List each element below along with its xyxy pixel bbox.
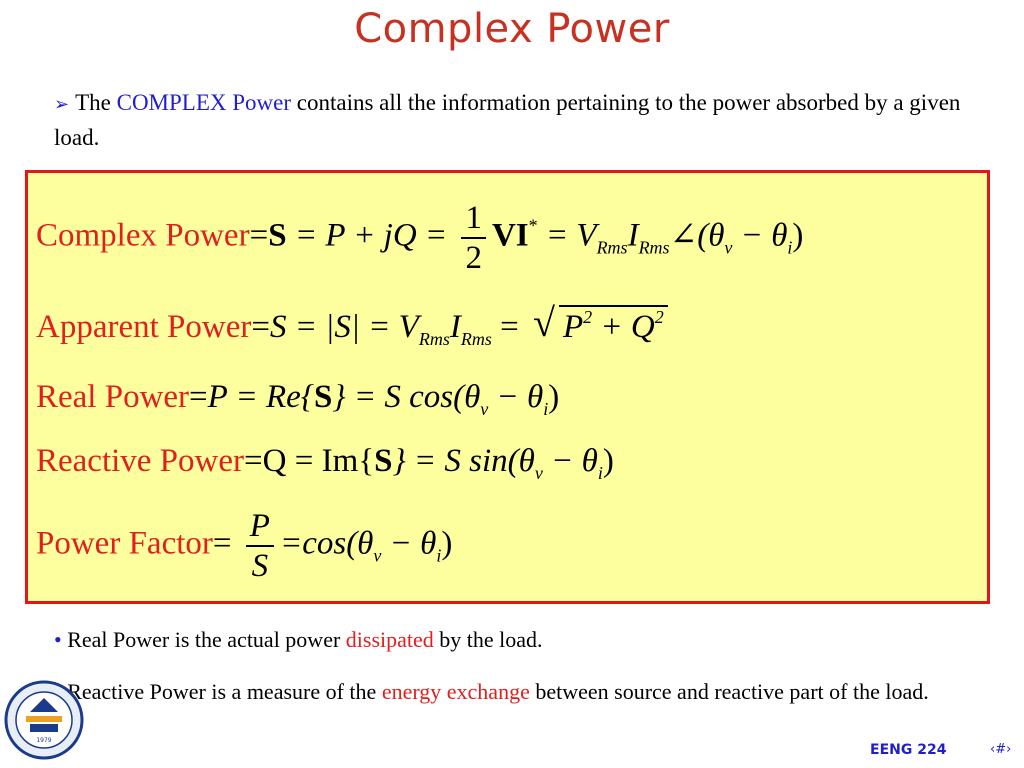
intro-highlight: COMPLEX Power (116, 90, 292, 115)
real-power-formula: Real Power=P = Re{S} = S cos(θv − θi) (36, 379, 560, 419)
pf-denominator: S (251, 548, 269, 584)
complex-rms1: Rms (596, 237, 628, 258)
complex-power-label: Complex Power (36, 217, 250, 254)
pf-v-sub: v (373, 545, 382, 566)
real-i-sub: i (543, 399, 549, 419)
bullet2-post: between source and reactive part of the … (535, 679, 929, 704)
reactive-v-sub: v (534, 463, 543, 483)
intro-rest: contains all the information pertaining … (54, 90, 961, 150)
complex-power-formula: Complex Power=S = P + jQ = 1 2 VI* = VRm… (36, 199, 804, 277)
power-factor-formula: Power Factor= P S =cos(θv − θi) (36, 507, 453, 585)
reactive-close: ) (602, 443, 614, 479)
bullet1-pre: Real Power is the actual power (67, 627, 341, 652)
intro-prefix: The (75, 90, 111, 115)
reactive-i-sub: i (597, 463, 603, 483)
complex-expr3: ∠(θ (669, 217, 725, 254)
pf-expr: =cos(θ (279, 525, 374, 562)
apparent-i: I (449, 309, 461, 345)
apparent-power-label: Apparent Power (36, 309, 252, 345)
reactive-minus-theta: − θ (542, 443, 598, 479)
complex-expr2: = V (545, 217, 597, 254)
pf-numerator: P (249, 508, 270, 544)
pf-minus-theta: − θ (381, 525, 437, 562)
slide-title: Complex Power (354, 6, 670, 52)
apparent-abs: = |S| = V (294, 309, 419, 345)
pf-close: ) (441, 525, 453, 562)
apparent-eq: = (500, 309, 519, 345)
half-numerator: 1 (465, 200, 482, 236)
reactive-expr1: Q = Im{ (262, 443, 375, 479)
real-s: S (314, 379, 333, 415)
complex-minus-theta: − θ (732, 217, 788, 254)
apparent-plus-q: + Q (592, 309, 655, 345)
apparent-s: S (269, 309, 287, 345)
complex-rms2: Rms (638, 237, 670, 258)
complex-v-sub: v (724, 237, 733, 258)
formula-box: Complex Power=S = P + jQ = 1 2 VI* = VRm… (25, 170, 990, 604)
reactive-s: S (374, 443, 393, 479)
bullet-real-power: • Real Power is the actual power dissipa… (54, 624, 1004, 656)
page-number: ‹#› (990, 742, 1012, 757)
square-root: √P2 + Q2 (533, 303, 668, 347)
real-close: ) (548, 379, 560, 415)
bullet1-post: by the load. (439, 627, 543, 652)
apparent-q-squared: 2 (654, 307, 664, 327)
p-over-s-fraction: P S (245, 507, 274, 585)
apparent-p: P (562, 309, 584, 345)
reactive-power-label: Reactive Power (36, 443, 245, 479)
real-minus-theta: − θ (488, 379, 544, 415)
logo-year: 1979 (36, 737, 51, 744)
radical-icon: √ (532, 300, 555, 345)
bullet2-highlight: energy exchange (381, 679, 530, 704)
arrow-bullet-icon: ➢ (54, 94, 70, 114)
real-power-label: Real Power (36, 379, 190, 415)
power-factor-label: Power Factor (36, 525, 213, 562)
complex-i: I (627, 217, 639, 254)
vi-product: VI (491, 217, 529, 254)
half-fraction: 1 2 (461, 199, 486, 277)
complex-close: ) (792, 217, 804, 254)
intro-paragraph: ➢The COMPLEX Power contains all the info… (54, 86, 974, 155)
real-v-sub: v (480, 399, 489, 419)
complex-s: S (268, 217, 287, 254)
conjugate-star: * (528, 215, 538, 236)
pf-i-sub: i (436, 545, 442, 566)
bullet2-pre: Reactive Power is a measure of the (67, 679, 377, 704)
real-expr1: P = Re{ (207, 379, 315, 415)
half-denominator: 2 (465, 240, 482, 276)
reactive-power-formula: Reactive Power=Q = Im{S} = S sin(θv − θi… (36, 443, 614, 483)
apparent-rms1: Rms (418, 329, 450, 349)
complex-i-sub: i (787, 237, 793, 258)
real-expr2: } = S cos(θ (332, 379, 481, 415)
apparent-power-formula: Apparent Power=S = |S| = VRmsIRms = √P2 … (36, 303, 668, 349)
apparent-p-squared: 2 (583, 307, 593, 327)
bullet-reactive-power: • Reactive Power is a measure of the ene… (54, 676, 1004, 708)
complex-expr1: = P + jQ = (294, 217, 448, 254)
bullet1-highlight: dissipated (345, 627, 434, 652)
reactive-expr2: } = S sin(θ (392, 443, 535, 479)
course-code: EENG 224 (870, 742, 947, 758)
bullet-dot-icon: • (54, 627, 62, 652)
university-logo-icon: 1979 (4, 680, 84, 760)
apparent-rms2: Rms (460, 329, 492, 349)
